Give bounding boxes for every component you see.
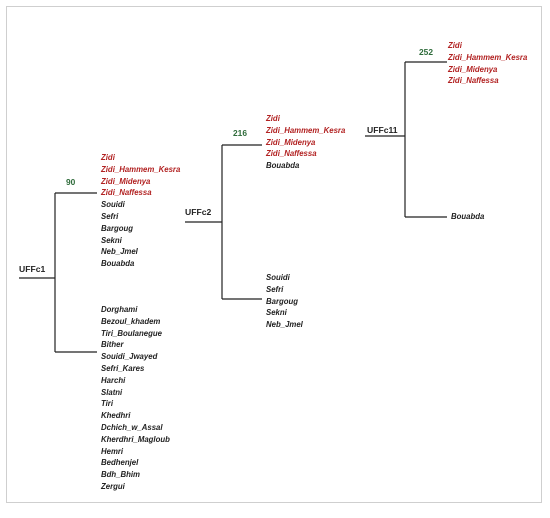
leaf-label: Harchi	[101, 375, 126, 385]
node-label-ufc1: UFFc1	[19, 264, 46, 274]
leaf-label: Zidi_Naffessa	[101, 188, 152, 198]
leaf-label: Zidi_Midenya	[101, 176, 151, 186]
support-value-252: 252	[419, 47, 433, 57]
leaf-label: Tiri	[101, 399, 113, 409]
leaf-label: Zidi	[101, 153, 115, 162]
leaf-label: Zidi	[448, 41, 462, 50]
leaf-label: Bezoul_khadem	[101, 316, 161, 326]
leaf-label: Zidi_Naffessa	[266, 149, 317, 159]
leaf-label: Neb_Jmel	[266, 320, 303, 330]
leaf-label: Tiri_Boulanegue	[101, 328, 162, 338]
leaf-label: Zidi_Hammem_Kesra	[266, 125, 346, 135]
leaf-label: Souidi	[101, 200, 125, 210]
leaf-label: Sefri	[101, 211, 119, 221]
leaf-label: Bargoug	[101, 223, 134, 233]
leaf-label: Zidi_Hammem_Kesra	[101, 164, 181, 174]
leaf-label: Zergui	[101, 481, 125, 491]
leaf-label: Sefri_Kares	[101, 363, 145, 373]
leaf-label: Bither	[101, 340, 124, 350]
support-value-216: 216	[233, 128, 247, 138]
leaf-label: Hemri	[101, 446, 124, 456]
tree-lines	[19, 61, 447, 353]
leaf-label: Khedhri	[101, 411, 131, 421]
node-label-ufc2: UFFc2	[185, 207, 212, 217]
leaf-label: Sekni	[266, 308, 287, 318]
leaf-label: Bouabda	[101, 259, 135, 269]
support-value-90: 90	[66, 177, 76, 187]
leaf-label: Zidi_Naffessa	[448, 76, 499, 86]
leaf-label: Souidi	[266, 273, 290, 282]
leaf-label: Bouabda	[451, 212, 485, 221]
leaf-label: Zidi_Hammem_Kesra	[448, 52, 528, 62]
node-label-ufc11: UFFc11	[367, 125, 398, 135]
leaf-label: Sefri	[266, 284, 284, 294]
leaf-group-f: Bouabda	[451, 211, 484, 223]
leaf-label: Bedhenjel	[101, 458, 139, 468]
leaf-label: Sekni	[101, 235, 122, 245]
leaf-label: Souidi_Jwayed	[101, 352, 158, 362]
leaf-label: Bouabda	[266, 161, 300, 171]
leaf-label: Zidi_Midenya	[448, 64, 498, 74]
leaf-label: Kherdhri_Magloub	[101, 434, 170, 444]
leaf-label: Neb_Jmel	[101, 247, 138, 257]
leaf-label: Dchich_w_Assal	[101, 422, 163, 432]
leaf-label: Zidi_Midenya	[266, 137, 316, 147]
leaf-label: Bargoug	[266, 296, 299, 306]
leaf-label: Bdh_Bhim	[101, 470, 140, 480]
leaf-label: Zidi	[266, 114, 280, 123]
leaf-label: Slatni	[101, 387, 123, 397]
leaf-label: Dorghami	[101, 305, 138, 314]
